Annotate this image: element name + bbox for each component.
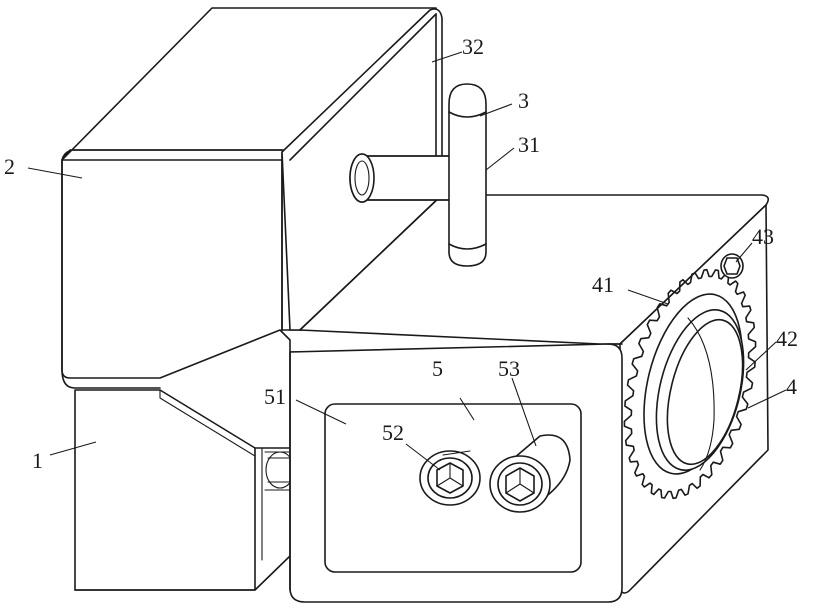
label-3: 3 [518,88,529,113]
label-2: 2 [4,154,15,179]
label-31: 31 [518,132,540,157]
label-4: 4 [786,374,797,399]
label-42: 42 [776,326,798,351]
label-43: 43 [752,224,774,249]
label-52: 52 [382,420,404,445]
label-53: 53 [498,356,520,381]
label-41: 41 [592,272,614,297]
label-5: 5 [432,356,443,381]
label-51: 51 [264,384,286,409]
base-block [75,390,300,590]
handle-rod [350,154,450,202]
label-1: 1 [32,448,43,473]
handle-knob [449,84,486,266]
label-32: 32 [462,34,484,59]
